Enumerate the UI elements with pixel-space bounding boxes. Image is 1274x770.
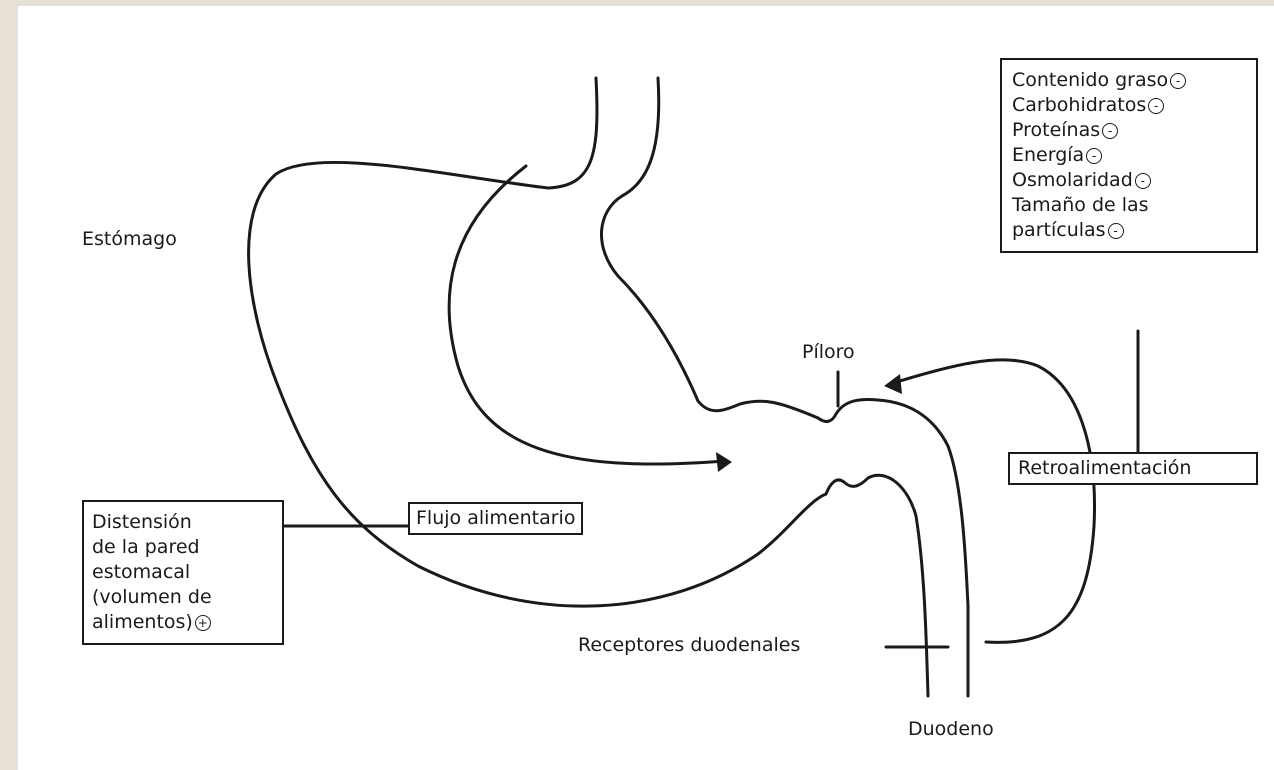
minus-symbol: - — [1108, 223, 1124, 239]
factor-item: Energía- — [1012, 143, 1246, 168]
factor-item: Osmolaridad- — [1012, 168, 1246, 193]
distension-line-1: Distensión — [92, 510, 274, 535]
feedback-box-text: Retroalimentación — [1018, 456, 1248, 481]
flow-box: Flujo alimentario — [408, 502, 583, 535]
factor-text: partículas — [1012, 219, 1106, 241]
stomach-label: Estómago — [82, 228, 177, 250]
distension-line-4: (volumen de — [92, 585, 274, 610]
factor-item: partículas- — [1012, 218, 1246, 243]
factor-item: Carbohidratos- — [1012, 93, 1246, 118]
factor-item: Proteínas- — [1012, 118, 1246, 143]
plus-symbol: + — [195, 615, 211, 631]
minus-symbol: - — [1086, 148, 1102, 164]
distension-line-3: estomacal — [92, 560, 274, 585]
flow-arrow — [449, 166, 724, 464]
factor-text: Tamaño de las — [1012, 194, 1149, 216]
duodenum-label: Duodeno — [908, 718, 994, 740]
factor-text: Contenido graso — [1012, 69, 1168, 91]
pylorus-top — [818, 399, 968, 696]
feedback-arrowhead — [884, 374, 902, 394]
pylorus-bottom — [826, 475, 928, 696]
factor-text: Osmolaridad — [1012, 169, 1133, 191]
distension-line-2: de la pared — [92, 535, 274, 560]
feedback-box: Retroalimentación — [1008, 452, 1258, 485]
factor-item: Tamaño de las — [1012, 193, 1246, 218]
factor-text: Energía — [1012, 144, 1084, 166]
minus-symbol: - — [1148, 98, 1164, 114]
distension-line-5-text: alimentos) — [92, 611, 193, 633]
feedback-arrow — [890, 360, 1095, 642]
factor-item: Contenido graso- — [1012, 68, 1246, 93]
minus-symbol: - — [1170, 73, 1186, 89]
duodenal-receptors-label: Receptores duodenales — [578, 634, 800, 656]
flow-box-text: Flujo alimentario — [416, 506, 575, 531]
diagram-page: Estómago Píloro Receptores duodenales Du… — [18, 6, 1274, 770]
pylorus-label: Píloro — [802, 341, 855, 363]
distension-box: Distensión de la pared estomacal (volume… — [82, 500, 284, 645]
factors-box: Contenido graso- Carbohidratos- Proteína… — [1000, 58, 1258, 253]
distension-line-5: alimentos)+ — [92, 610, 274, 635]
factor-text: Carbohidratos — [1012, 94, 1146, 116]
minus-symbol: - — [1102, 123, 1118, 139]
minus-symbol: - — [1135, 173, 1151, 189]
stomach-inner-wall — [601, 78, 818, 418]
factor-text: Proteínas — [1012, 119, 1100, 141]
flow-arrowhead — [716, 452, 732, 472]
